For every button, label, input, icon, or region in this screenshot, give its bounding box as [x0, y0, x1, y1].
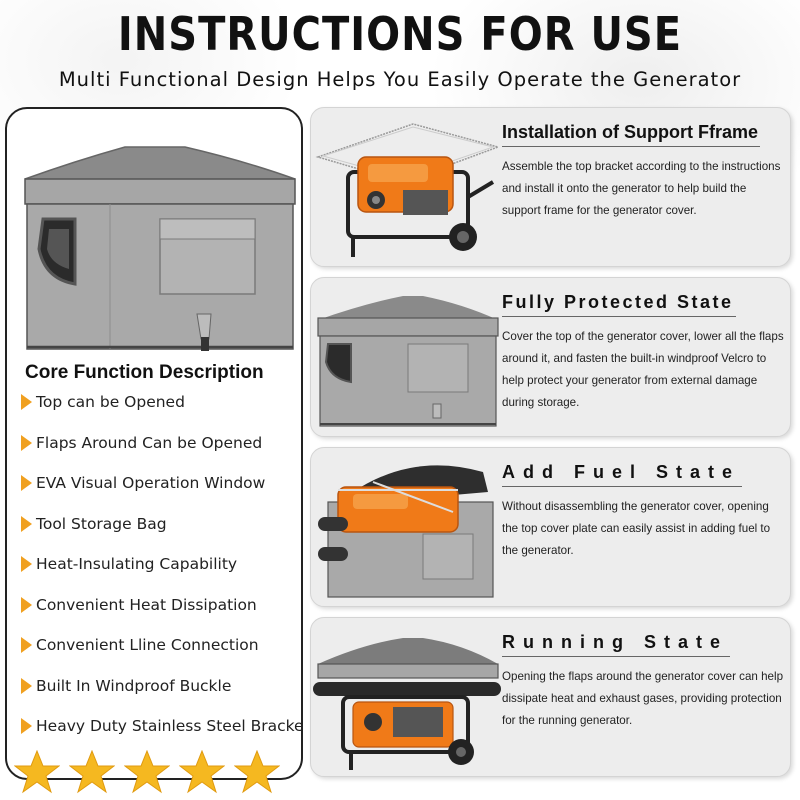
- star-icon: [69, 750, 115, 794]
- card-title: Add Fuel State: [502, 462, 743, 487]
- page-title: INSTRUCTIONS FOR USE: [117, 8, 683, 62]
- bullet-triangle-icon: [21, 596, 32, 613]
- bullet-triangle-icon: [21, 637, 32, 653]
- card-support-frame: Installation of Support Fframe Assemble …: [310, 107, 791, 267]
- card-title: Running State: [502, 632, 730, 657]
- list-item: Built In Windproof Buckle: [21, 674, 231, 698]
- page-subtitle: Multi Functional Design Helps You Easily…: [58, 68, 742, 91]
- star-icon: [124, 750, 170, 794]
- bullet-triangle-icon: [21, 475, 32, 491]
- open-top-generator-image: [318, 465, 494, 598]
- card-running-state: Running State Opening the flaps around t…: [310, 617, 791, 777]
- list-item: Tool Storage Bag: [21, 512, 167, 536]
- bullet-triangle-icon: [21, 556, 32, 572]
- star-icon: [14, 750, 60, 794]
- star-icon: [179, 750, 225, 794]
- list-item: Convenient Lline Connection: [21, 633, 259, 657]
- list-item: Heat-Insulating Capability: [21, 552, 237, 576]
- core-function-panel: Core Function Description Top can be Ope…: [5, 107, 303, 780]
- card-description: Without disassembling the generator cove…: [502, 500, 771, 557]
- bullet-triangle-icon: [21, 677, 32, 694]
- card-add-fuel: Add Fuel State Without disassembling the…: [310, 447, 791, 607]
- core-function-title: Core Function Description: [25, 362, 264, 383]
- list-item: Convenient Heat Dissipation: [21, 593, 257, 617]
- list-item: EVA Visual Operation Window: [21, 471, 265, 495]
- card-description: Opening the flaps around the generator c…: [502, 670, 784, 727]
- list-item: Top can be Opened: [21, 390, 185, 414]
- card-description: Cover the top of the generator cover, lo…: [502, 330, 784, 409]
- star-icon: [234, 750, 280, 794]
- list-item: Flaps Around Can be Opened: [21, 431, 262, 455]
- card-title: Fully Protected State: [502, 292, 736, 317]
- list-item: Heavy Duty Stainless Steel Bracket: [21, 714, 301, 738]
- card-description: Assemble the top bracket according to th…: [502, 160, 781, 217]
- bullet-triangle-icon: [21, 718, 32, 734]
- running-generator-image: [313, 638, 501, 770]
- bullet-triangle-icon: [21, 515, 32, 532]
- generator-cover-image: [24, 146, 296, 351]
- bullet-triangle-icon: [21, 434, 32, 451]
- rating-stars: [14, 750, 304, 794]
- bullet-triangle-icon: [21, 394, 32, 410]
- card-fully-protected: Fully Protected State Cover the top of t…: [310, 277, 791, 437]
- card-title: Installation of Support Fframe: [502, 122, 761, 147]
- covered-generator-image: [317, 296, 499, 427]
- generator-with-frame-image: [315, 123, 501, 257]
